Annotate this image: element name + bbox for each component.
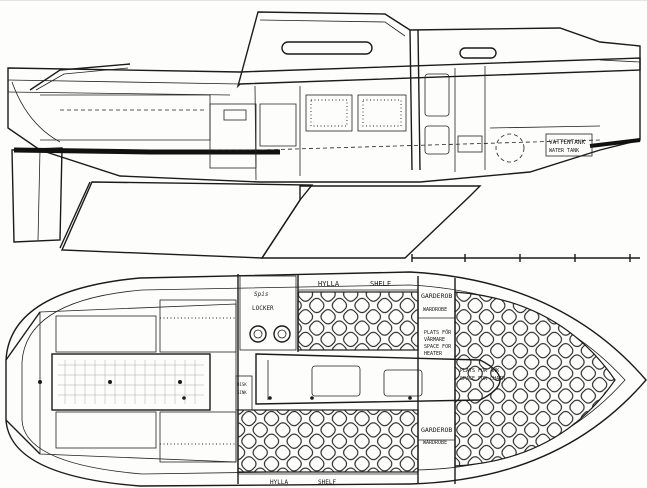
label-garderob-bottom: GARDEROB [421,426,452,434]
settee-port [297,291,419,351]
label-chain-locker-2: SPACE FOR CHAIN [460,376,505,382]
forward-keel-fin [260,185,482,259]
door-lower [424,125,450,155]
stove-burner-1 [249,325,267,343]
settee-back-1 [305,94,353,132]
label-locker: LOCKER [252,305,274,312]
settee-starboard [237,409,419,473]
label-hylla: HYLLA [318,280,340,288]
portlight-fwd [459,47,497,59]
v-berth [454,291,616,467]
galley [239,275,297,351]
label-sink-1: DISK [237,382,247,387]
label-garderob-top: GARDEROB [421,292,452,300]
scale-bar [411,254,640,262]
stove-burner-2 [273,325,291,343]
portlight-aft [281,41,373,55]
cockpit-sole [51,353,211,411]
door-upper [424,73,450,117]
label-spis: Spis [254,291,269,298]
label-heater: HEATER [424,351,443,357]
hull [7,57,641,183]
label-shelf-bottom: SHELF [318,479,336,486]
label-wardrobe-top: WARDROBE [423,307,447,313]
label-space-for: SPACE FOR [424,344,452,350]
waterline [13,147,280,155]
label-water-tank: WATER TANK [549,148,579,154]
keel [60,181,314,259]
label-sink-2: SINK [237,390,247,395]
settee-back-2 [357,94,407,132]
cabin-house [236,11,641,89]
mast [409,29,421,171]
label-chain-locker-1: PLATS FÖR ANK [460,367,499,374]
plan-hull-outline [5,271,647,487]
label-hylla-bottom: HYLLA [270,479,288,486]
label-varmare: VÄRMARE [424,336,445,343]
label-plats-for: PLATS FÖR [424,329,452,336]
side-profile: VATTENTANK WATER TANK [7,11,641,259]
saloon-table [255,353,501,405]
label-vattentank: VATTENTANK [549,139,586,146]
label-wardrobe-bottom: WARDROBE [423,440,447,446]
label-shelf: SHELF [370,280,391,288]
rudder [11,147,63,243]
plan-view: HYLLA SHELF GARDEROB WARDROBE PLATS FÖR … [5,271,647,487]
